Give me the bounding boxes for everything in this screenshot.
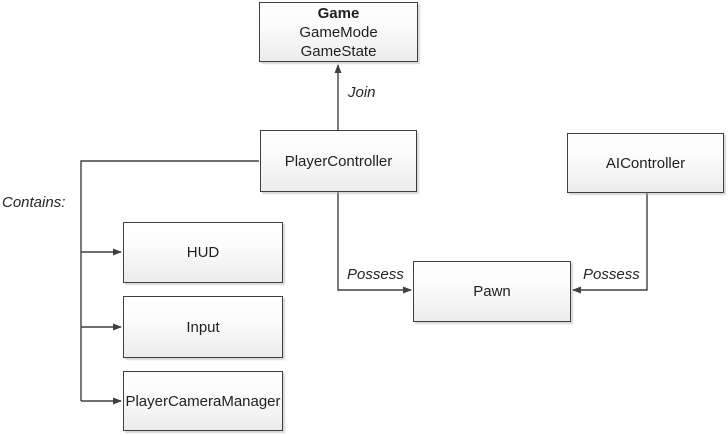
node-game: Game GameMode GameState [259, 2, 418, 62]
node-aicontroller: AIController [567, 133, 724, 193]
node-pawn: Pawn [413, 261, 571, 322]
node-playercontroller-label: PlayerController [284, 152, 393, 170]
edge-label-join: Join [348, 84, 376, 101]
node-game-gamemode: GameMode [299, 23, 378, 41]
edge-label-possess-left: Possess [347, 266, 404, 283]
node-game-gamestate: GameState [300, 42, 377, 60]
node-input: Input [123, 296, 283, 358]
edge-label-contains: Contains: [2, 194, 66, 211]
node-game-title: Game [317, 4, 360, 22]
node-playercameramanager-label: PlayerCameraManager [125, 392, 281, 410]
node-pawn-label: Pawn [473, 283, 511, 300]
edge-possess-left [337, 192, 412, 294]
node-aicontroller-label: AIController [605, 154, 686, 172]
edge-contains-trunk [80, 160, 259, 401]
node-input-label: Input [186, 318, 220, 336]
edge-label-possess-right: Possess [583, 266, 640, 283]
node-hud-label: HUD [186, 244, 220, 261]
node-playercontroller: PlayerController [260, 130, 417, 192]
node-hud: HUD [123, 222, 283, 283]
edge-possess-right [572, 193, 648, 294]
node-playercameramanager: PlayerCameraManager [123, 371, 283, 431]
